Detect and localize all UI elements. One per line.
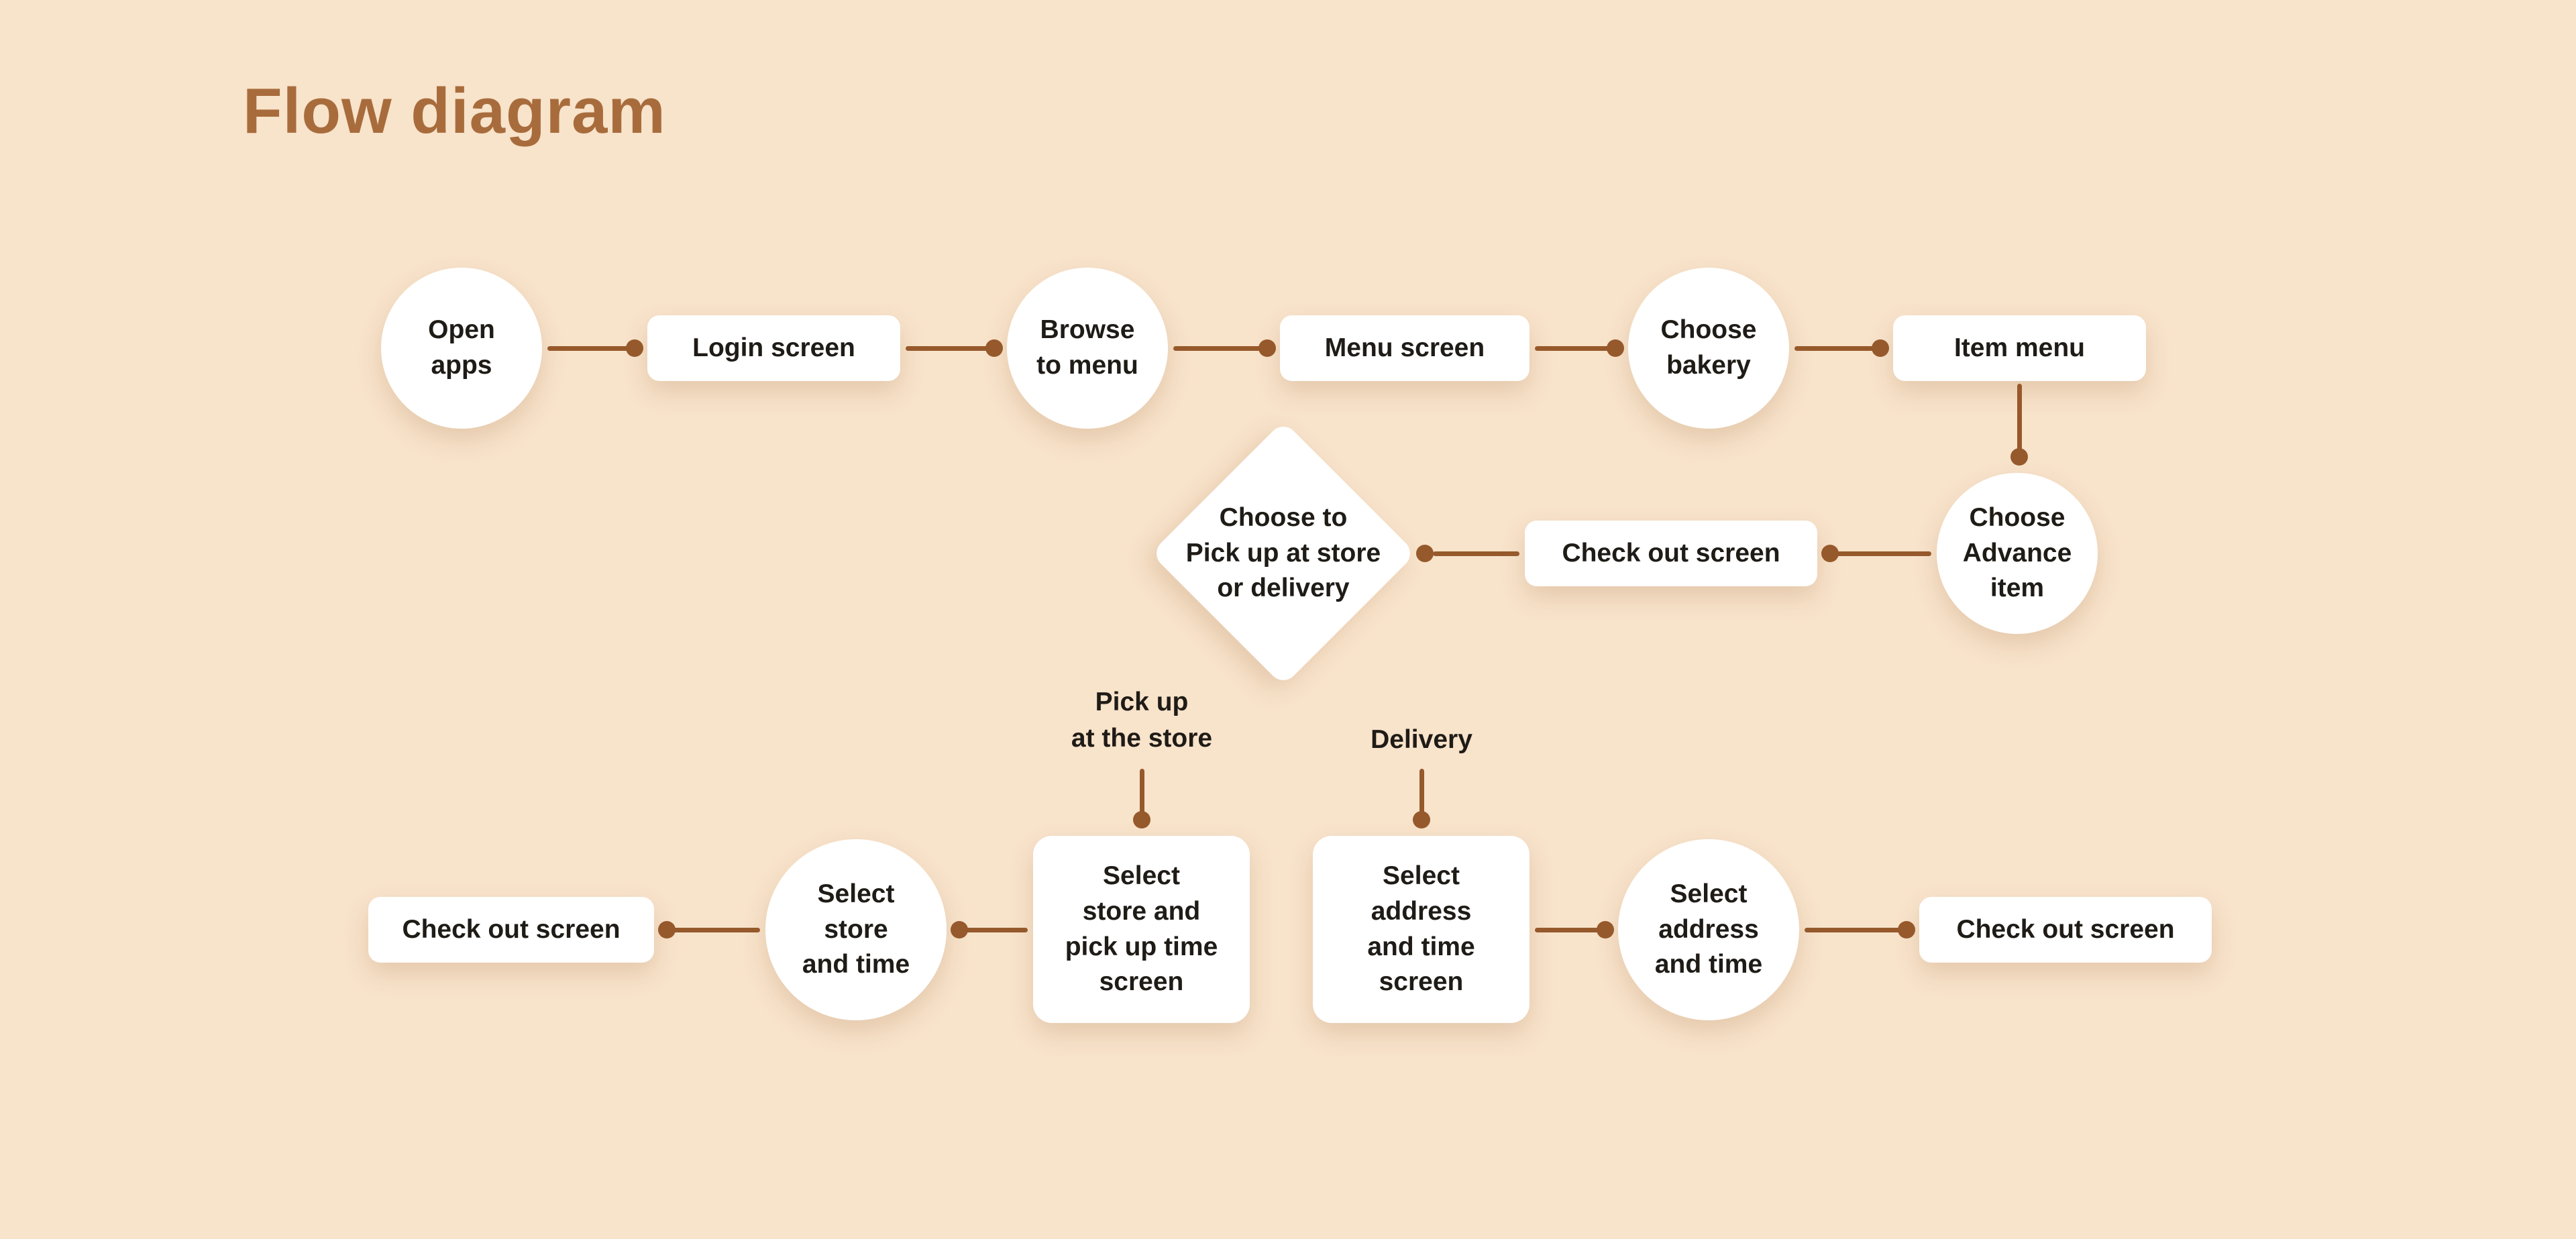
connector-dot	[1898, 921, 1915, 938]
connector-dot	[1607, 339, 1624, 357]
connector-line	[959, 928, 1028, 932]
node-select-store-and-time: Select store and time	[765, 839, 947, 1020]
node-select-store-pickup-time-screen: Select store and pick up time screen	[1033, 836, 1250, 1023]
connector-line	[1830, 551, 1931, 556]
connector-dot	[985, 339, 1003, 357]
connector-line	[1535, 346, 1615, 351]
connector-line	[906, 346, 994, 351]
connector-dot	[1416, 545, 1434, 562]
label-pickup-at-store: Pick up at the store	[1071, 688, 1213, 753]
node-pickup-or-delivery-decision: Choose to Pick up at store or delivery	[1150, 421, 1416, 686]
node-browse-to-menu: Browse to menu	[1007, 268, 1168, 429]
connector-line	[1173, 346, 1267, 351]
connector-dot	[2010, 448, 2028, 466]
node-label: Choose bakery	[1660, 315, 1757, 380]
node-label: Choose Advance item	[1962, 503, 2072, 603]
connector-dot	[1413, 811, 1430, 828]
connector-line	[2017, 384, 2022, 457]
node-label: Item menu	[1953, 333, 2086, 362]
connector-dot	[1821, 545, 1839, 562]
node-checkout-screen-left: Check out screen	[368, 897, 654, 963]
node-label: Login screen	[692, 333, 855, 362]
node-menu-screen: Menu screen	[1280, 315, 1529, 381]
connector-line	[1140, 769, 1144, 820]
label-delivery: Delivery	[1371, 725, 1472, 754]
connector-line	[547, 346, 635, 351]
node-label: Select store and time	[802, 879, 910, 979]
connector-dot	[626, 339, 643, 357]
connector-dot	[1597, 921, 1614, 938]
connector-line	[1805, 928, 1907, 932]
node-login-screen: Login screen	[647, 315, 900, 381]
node-open-apps: Open apps	[381, 268, 542, 429]
node-label: Open apps	[428, 315, 495, 380]
node-choose-advance-item: Choose Advance item	[1937, 473, 2098, 634]
connector-line	[1419, 769, 1424, 820]
node-choose-bakery: Choose bakery	[1628, 268, 1789, 429]
connector-dot	[1133, 811, 1150, 828]
node-label: Select store and pick up time screen	[1065, 861, 1218, 997]
node-select-address-time-screen: Select address and time screen	[1313, 836, 1529, 1023]
connector-dot	[658, 921, 676, 938]
connector-line	[1433, 551, 1519, 556]
page-title: Flow diagram	[243, 75, 666, 147]
node-label: Select address and time screen	[1367, 861, 1475, 997]
diamond-label-area: Choose to Pick up at store or delivery	[1152, 460, 1414, 647]
node-label: Choose to Pick up at store or delivery	[1185, 503, 1381, 603]
node-checkout-screen-mid: Check out screen	[1525, 521, 1817, 586]
node-label: Select address and time	[1654, 879, 1763, 979]
node-checkout-screen-right: Check out screen	[1919, 897, 2212, 963]
node-select-address-and-time: Select address and time	[1618, 839, 1799, 1020]
connector-dot	[1258, 339, 1276, 357]
node-item-menu: Item menu	[1893, 315, 2146, 381]
connector-line	[1794, 346, 1880, 351]
connector-dot	[951, 921, 968, 938]
node-label: Menu screen	[1324, 333, 1485, 362]
node-label: Check out screen	[1956, 914, 2175, 944]
node-label: Check out screen	[1562, 538, 1780, 568]
connector-line	[667, 928, 760, 932]
connector-dot	[1872, 339, 1889, 357]
connector-line	[1535, 928, 1605, 932]
node-label: Browse to menu	[1036, 315, 1138, 380]
node-label: Check out screen	[402, 914, 621, 944]
